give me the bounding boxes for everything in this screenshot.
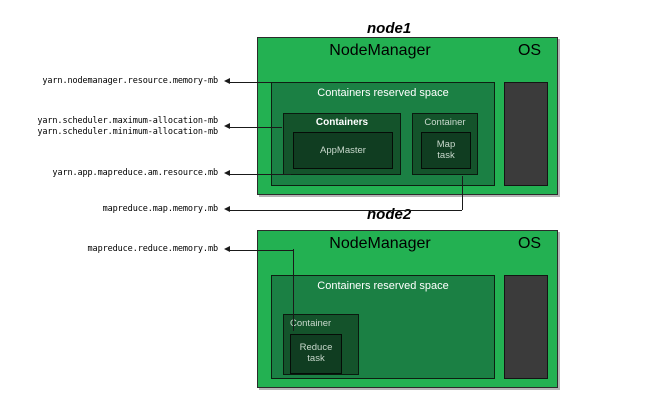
node1-caption: node1 bbox=[367, 20, 412, 37]
label-scheduler-minimum-allocation-mb: yarn.scheduler.minimum-allocation-mb bbox=[37, 127, 218, 137]
node2-box: NodeManager OS Containers reserved space… bbox=[257, 230, 558, 388]
label-map-memory-mb: mapreduce.map.memory.mb bbox=[102, 204, 219, 214]
node2-reduce-task-box: Reduce task bbox=[290, 334, 342, 374]
node1-appmaster-box: AppMaster bbox=[293, 132, 393, 169]
connector-nodemanager-resource-memory-mb bbox=[230, 81, 271, 83]
node2-container-reduce: Container Reduce task bbox=[283, 314, 359, 375]
node1-box: NodeManager OS Containers reserved space… bbox=[257, 37, 558, 195]
connector-am-resource-mb bbox=[230, 173, 291, 175]
arrow-map-memory-mb bbox=[224, 206, 230, 212]
node2-os-block bbox=[504, 275, 548, 379]
arrow-reduce-memory-mb bbox=[224, 246, 230, 252]
label-reduce-memory-mb: mapreduce.reduce.memory.mb bbox=[87, 244, 219, 254]
node2-reduce-task-label-line2: task bbox=[307, 353, 325, 364]
connector-reduce-memory-mb-vertical bbox=[292, 249, 294, 331]
node1-map-task-box: Map task bbox=[421, 132, 471, 169]
connector-reduce-memory-mb-horizontal bbox=[230, 249, 293, 251]
node1-nodemanager-title: NodeManager bbox=[329, 42, 431, 59]
node1-os-block bbox=[504, 82, 548, 186]
node1-container-map: Container Map task bbox=[412, 113, 478, 175]
node1-appmaster-label: AppMaster bbox=[320, 145, 366, 156]
node2-nodemanager-title: NodeManager bbox=[329, 235, 431, 252]
arrow-scheduler-allocation-mb bbox=[224, 123, 230, 129]
arrow-am-resource-mb bbox=[224, 170, 230, 176]
node1-containers-group: Containers AppMaster bbox=[283, 113, 401, 175]
node2-reserved-space-title: Containers reserved space bbox=[317, 280, 449, 292]
connector-map-memory-mb-horizontal bbox=[230, 209, 462, 211]
node1-container-title: Container bbox=[424, 117, 466, 128]
node1-containers-reserved-space: Containers reserved space Containers App… bbox=[271, 82, 495, 186]
label-am-resource-mb: yarn.app.mapreduce.am.resource.mb bbox=[52, 168, 218, 178]
node2-container-title: Container bbox=[290, 318, 332, 329]
label-nodemanager-resource-memory-mb: yarn.nodemanager.resource.memory-mb bbox=[42, 76, 218, 86]
node1-map-task-label-line1: Map bbox=[436, 139, 456, 150]
connector-map-memory-mb-vertical bbox=[461, 176, 463, 210]
node1-containers-title: Containers bbox=[315, 117, 369, 128]
label-scheduler-maximum-allocation-mb: yarn.scheduler.maximum-allocation-mb bbox=[37, 116, 218, 126]
node1-reserved-space-title: Containers reserved space bbox=[317, 87, 449, 99]
node1-map-task-label-line2: task bbox=[437, 150, 455, 161]
connector-scheduler-allocation-mb bbox=[230, 126, 282, 128]
node2-reduce-task-label-line1: Reduce bbox=[299, 342, 333, 353]
node2-os-title: OS bbox=[517, 235, 542, 252]
node1-os-title: OS bbox=[517, 42, 542, 59]
arrow-nodemanager-resource-memory-mb bbox=[224, 78, 230, 84]
node2-containers-reserved-space: Containers reserved space Container Redu… bbox=[271, 275, 495, 379]
